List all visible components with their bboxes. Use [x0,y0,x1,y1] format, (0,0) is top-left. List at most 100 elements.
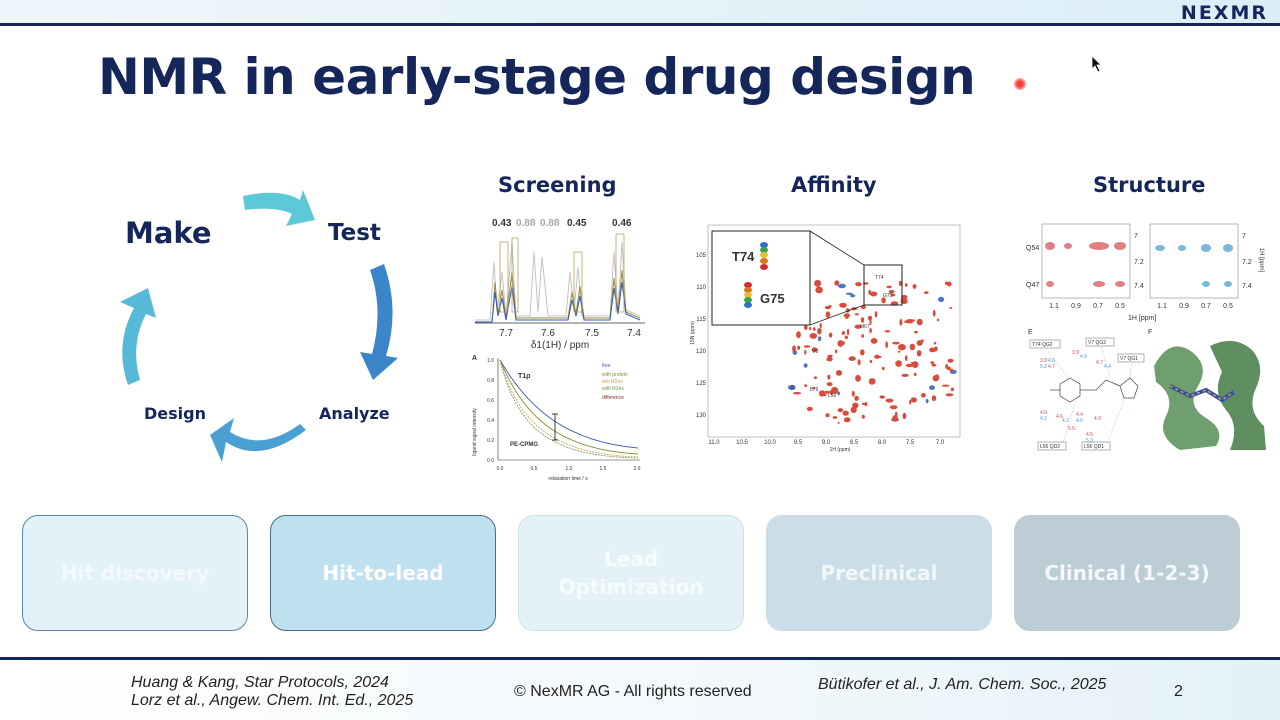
hsqc-ytick: 115 [696,317,706,323]
svg-text:4.7: 4.7 [1048,364,1055,370]
svg-text:4.9: 4.9 [1094,416,1101,422]
stage-hit-discovery: Hit discovery [22,515,248,631]
screening-value-4: 0.45 [567,218,587,229]
hsqc-peak [839,302,847,308]
mouse-cursor-icon [1091,55,1102,73]
decay-xtick: 2.0 [634,466,641,472]
hsqc-peak [905,363,914,368]
inset-peaks-t74 [760,242,768,270]
hsqc-peak [825,413,830,418]
hsqc-peak [881,297,886,304]
hsqc-peak [916,318,923,326]
noesy-xtick: 0.7 [1201,303,1211,310]
noesy-ytick: 7 [1134,233,1138,240]
hsqc-xtick: 9.5 [794,440,803,446]
hsqc-peak [796,331,801,339]
hsqc-peak [913,372,917,376]
hsqc-peak [843,417,851,423]
hsqc-peak [921,393,926,398]
hsqc-peak [829,389,834,395]
decay-curve-wo [499,359,639,458]
stage-preclinical: Preclinical [766,515,992,631]
structure-atom-boxes: T74 QG2 V7 QG2 V7 QG1 L56 QD2 L56 QD1 [1029,337,1145,451]
decay-t1rho-label: T1ρ [518,373,531,380]
hsqc-peak [854,324,862,329]
hsqc-peak [854,313,859,316]
hsqc-peak [861,414,865,419]
hsqc-peak [850,294,856,298]
noe-contact-lines [1043,339,1133,447]
hsqc-peak [949,368,954,372]
hsqc-xtick: 10.5 [736,440,748,446]
noesy-ytick: 7.2 [1134,259,1144,266]
hsqc-peak [932,309,936,317]
atom-box-label: V7 QG2 [1088,340,1106,346]
hsqc-peak [841,331,845,335]
hsqc-peak [811,387,816,390]
hsqc-peak [837,340,845,346]
hsqc-peak [804,349,807,355]
svg-text:4.4: 4.4 [1076,412,1083,418]
hsqc-peak [890,293,896,297]
hsqc-peak [898,280,902,286]
footer-bar [0,657,1280,720]
hsqc-peak [803,325,808,330]
affinity-hsqc-figure: T74 G75 T74 G75 M67 V9 L8 L79 L56 105 11… [690,224,961,453]
hsqc-peak [869,327,872,334]
svg-text:4.2: 4.2 [1040,416,1047,422]
hsqc-peak [828,332,833,338]
hsqc-peak [850,406,857,413]
decay-xlabel: relaxation time / s [548,476,588,482]
hsqc-ytick: 125 [696,381,707,387]
stage-label: Lead Optimization [558,547,704,599]
decay-legend-item: with R2ex [602,386,624,392]
cycle-arrow-analyze-design [210,418,306,462]
hsqc-peak [848,356,856,361]
decay-legend-item: with protein [602,372,628,378]
hsqc-peak [888,289,895,294]
hsqc-peak [868,378,876,385]
hsqc-peak [844,335,848,340]
hsqc-peak [808,327,812,331]
hsqc-xtick: 10.0 [764,440,776,446]
decay-xtick: 0.0 [497,466,504,472]
hsqc-peak [879,395,885,399]
atom-box-label: T74 QG2 [1032,342,1053,348]
hsqc-peak [797,345,801,350]
decay-legend-item: difference [602,395,624,401]
hsqc-peak [950,387,954,392]
svg-text:4.6: 4.6 [1076,418,1083,424]
cycle-label-test: Test [328,220,381,246]
hsqc-peak [941,384,950,387]
hsqc-peak [929,347,937,353]
hsqc-ytick: 110 [696,285,706,291]
hsqc-peak [846,328,850,336]
hsqc-peak [806,406,813,412]
hsqc-peak [837,421,840,424]
hsqc-peak [827,354,833,358]
noesy-xtick: 0.7 [1093,303,1103,310]
citation-butikofer: Bütikofer et al., J. Am. Chem. Soc., 202… [818,676,1107,693]
hsqc-peak [813,327,816,331]
stage-label: Preclinical [820,561,938,585]
hsqc-peak [855,374,861,382]
noesy-ylabel: 1H [ppm] [1258,248,1264,273]
laser-pointer-dot [1014,78,1026,90]
hsqc-peak [914,330,918,334]
hsqc-peak [899,318,903,326]
atom-box-label: L56 QD1 [1084,444,1104,450]
atom-box-label: L56 QD2 [1040,444,1060,450]
hsqc-peak [901,373,909,377]
hsqc-peak [905,319,914,324]
hsqc-peak [924,291,929,294]
hsqc-peak [792,345,796,353]
stage-label: Hit-to-lead [322,561,444,585]
hsqc-peak [838,283,846,289]
hsqc-peak [837,392,841,396]
hsqc-peak [931,363,937,367]
slide-title: NMR in early-stage drug design [98,48,976,106]
hsqc-peak [885,341,888,349]
decay-ytick: 0.4 [487,418,494,424]
hsqc-ytick: 130 [696,413,707,419]
